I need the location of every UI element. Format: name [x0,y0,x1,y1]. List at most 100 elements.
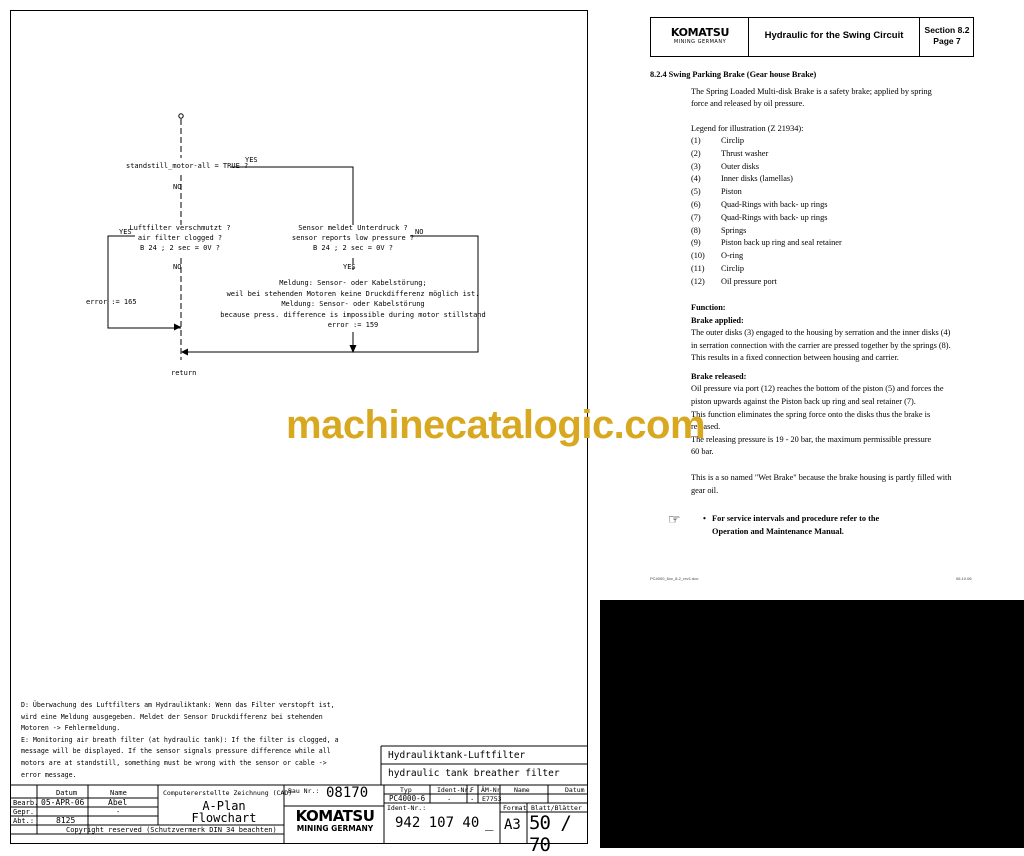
abt-value: 8125 [56,816,76,825]
f-label: F [470,786,474,794]
ident-number: 942 107 40 [395,815,480,831]
cad-label: Computererstellte Zeichnung (CAD) [163,789,293,797]
flowchart-lines [10,113,588,844]
komatsu-logo-sub: MINING GERMANY [296,824,374,833]
komatsu-logo-block: KOMATSU MINING GERMANY [290,808,380,833]
machine-type: PC4000-6 [389,794,426,803]
copyright-text: Copyright reserved (Schutzvermerk DIN 34… [66,826,277,834]
filter-condition-en: air filter clogged ? [137,234,223,242]
datum-header-2: Datum [565,786,585,794]
no-label: NO [173,263,182,271]
bullet-icon: • [703,514,706,523]
legend-text: Circlip [721,263,745,273]
sensor-condition-en: sensor reports low pressure ? [291,234,415,242]
header-section: Section 8.2 Page 7 [920,25,974,47]
document-title-line: Flowchart [191,811,257,825]
intro-line: force and released by oil pressure. [691,99,805,108]
legend-number: (11) [691,263,705,273]
komatsu-logo: KOMATSU [670,26,730,39]
yes-label: YES [245,156,258,164]
note-line: E: Monitoring air breath filter (at hydr… [21,735,339,744]
header-logo: KOMATSU MINING GERMANY [653,27,747,46]
paragraph-line: gear oil. [691,486,719,495]
section-heading: 8.2.4 Swing Parking Brake (Gear house Br… [650,70,817,79]
legend-number: (5) [691,187,701,197]
notes-block: D: Überwachung des Luftfilters am Hydrau… [21,700,339,781]
start-node [178,113,184,119]
legend-text: Inner disks (lamellas) [721,174,793,184]
sensor-condition-de: Sensor meldet Unterdruck ? [298,224,408,232]
paragraph-line: The releasing pressure is 19 - 20 bar, t… [691,435,932,444]
sensor-condition: Sensor meldet Unterdruck ? sensor report… [286,223,420,253]
legend-text: O-ring [721,251,744,261]
page-number: Page 7 [933,36,961,46]
paragraph-line: This function eliminates the spring forc… [691,410,931,419]
message-line: because press. difference is impossible … [220,310,486,319]
datum-header: Datum [56,789,78,797]
legend-text: Outer disks [721,161,760,171]
black-background-area [600,600,1024,848]
legend-text: Springs [721,225,747,235]
paragraph-line: This is a so named "Wet Brake" because t… [691,473,952,482]
sheet-number: 50 / 70 [529,812,572,856]
brake-released-heading: Brake released: [691,372,747,381]
am-number: E7753 [482,795,502,803]
bau-nr-label: Bau Nr.: [288,787,320,795]
legend-number: (12) [691,276,705,286]
legend-text: Circlip [721,136,745,145]
legend-number: (4) [691,174,701,184]
ident-suffix: _ [485,815,494,831]
legend-number: (6) [691,199,701,209]
typ-label: Typ [400,786,412,794]
sensor-error-message: Meldung: Sensor- oder Kabelstörung; weil… [213,278,493,331]
page-header: KOMATSU MINING GERMANY Hydraulic for the… [650,17,974,57]
note-line: motors are at standstill, something must… [21,758,327,767]
drawing-title-en: hydraulic tank breather filter [388,768,560,779]
legend-text: Oil pressure port [721,276,777,286]
message-line: Meldung: Sensor- oder Kabelstörung; [279,279,427,287]
legend-number: (3) [691,161,701,171]
note-line: wird eine Meldung ausgegeben. Meldet der… [21,712,323,721]
note-line: message will be displayed. If the sensor… [21,747,331,756]
legend-text: Quad-Rings with back- up rings [721,212,828,222]
yes-label: YES [119,228,132,236]
legend-text: Piston [721,187,742,197]
ident-value: . [447,794,452,802]
gepr-label: Gepr. [13,808,35,816]
format-value: A3 [504,817,521,833]
komatsu-logo-sub: MINING GERMANY [673,39,727,45]
legend-number: (10) [691,251,705,261]
watermark-text: machinecatalogic.com [286,403,706,447]
service-note-line: Operation and Maintenance Manual. [712,527,844,536]
arrow-right [174,323,181,331]
paragraph-line: This results in a fixed connection betwe… [691,353,899,362]
abt-label: Abt.: [13,817,35,825]
error-165: error := 165 [86,298,137,306]
document-title: A-Plan Flowchart [166,800,282,824]
bearb-label: Bearb. [13,799,39,807]
gepr-value: - [116,808,121,816]
ident-label: Ident-Nr. [437,786,473,794]
header-title: Hydraulic for the Swing Circuit [764,30,904,41]
no-label: NO [173,183,182,191]
note-line: error message. [21,770,77,779]
arrow-left [181,348,188,356]
legend-number: (8) [691,225,701,235]
paragraph-line: The outer disks (3) engaged to the housi… [691,328,951,337]
footer-filename: PC4000_6xx_8-2_rev1.doc [650,576,699,581]
message-line: weil bei stehenden Motoren keine Druckdi… [226,289,480,298]
blatt-label: Blatt/Blätter [531,804,582,812]
drawer-name: Abel [108,798,128,807]
drawing-title-de: Hydrauliktank-Luftfilter [388,750,526,761]
yes-label: YES [343,263,356,271]
sensor-condition-value: B 24 ; 2 sec = 0V ? [312,244,394,252]
bau-nr: 08170 [326,785,369,801]
footer-date: 06.10.06 [956,576,972,581]
paragraph-line: in serration connection with the carrier… [691,341,951,350]
function-heading: Function: [691,303,726,312]
filter-condition-de: Luftfilter verschmutzt ? [129,224,231,232]
flowchart-drawing-sheet: standstill_motor-all = TRUE ? YES NO Luf… [10,10,588,856]
legend-title: Legend for illustration (Z 21934): [691,124,804,133]
f-value: . [470,794,475,802]
filter-condition-value: B 24 ; 2 sec = 0V ? [139,244,221,252]
